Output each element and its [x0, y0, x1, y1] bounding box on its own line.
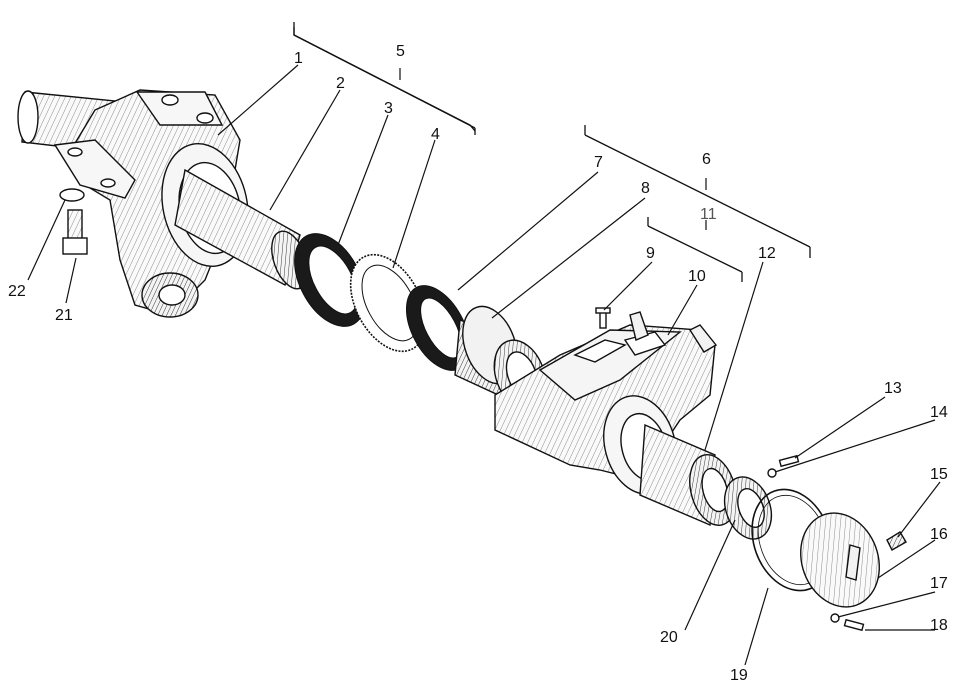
callout-11: 11 — [700, 206, 717, 223]
bolt-13 — [778, 454, 800, 468]
washer-17 — [830, 613, 840, 623]
callout-13: 13 — [884, 380, 902, 397]
callout-16: 16 — [930, 526, 948, 543]
thrust-ring-part — [349, 253, 427, 353]
callout-18: 18 — [930, 617, 948, 634]
washer-14 — [767, 468, 777, 478]
bolt-18 — [843, 618, 865, 632]
callout-4: 4 — [431, 126, 440, 143]
callout-22: 22 — [8, 283, 26, 300]
callout-15: 15 — [930, 466, 948, 483]
bolt-21 — [62, 209, 88, 255]
callout-20: 20 — [660, 629, 678, 646]
callout-8: 8 — [641, 180, 650, 197]
oil-seal-part — [294, 233, 366, 327]
callout-1: 1 — [294, 50, 303, 67]
screw-9 — [595, 307, 611, 329]
callout-2: 2 — [336, 75, 345, 92]
callout-5: 5 — [396, 43, 405, 60]
cover-part — [799, 512, 881, 608]
callout-6: 6 — [702, 151, 711, 168]
callout-19: 19 — [730, 667, 748, 684]
callout-3: 3 — [384, 100, 393, 117]
callout-14: 14 — [930, 404, 948, 421]
callout-17: 17 — [930, 575, 948, 592]
callout-9: 9 — [646, 245, 655, 262]
bracket-6 — [584, 134, 811, 248]
plug-15 — [886, 531, 907, 551]
callout-7: 7 — [594, 154, 603, 171]
washer-22 — [59, 188, 85, 202]
callout-10: 10 — [688, 268, 706, 285]
callout-12: 12 — [758, 245, 776, 262]
nut-part — [723, 476, 773, 540]
bracket-11 — [647, 225, 743, 273]
callout-21: 21 — [55, 307, 73, 324]
